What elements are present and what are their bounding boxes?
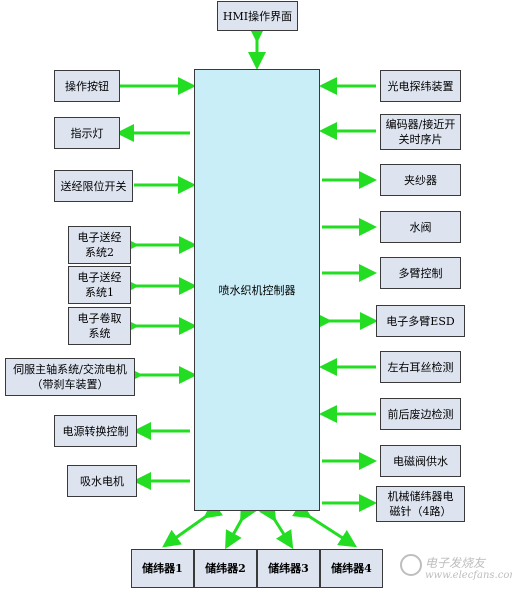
left-box-power-switch-control: 电源转换控制 (54, 415, 137, 447)
arrow-bottom-1 (162, 500, 223, 548)
watermark: 电子发烧友 www.elecfans.com (400, 554, 512, 590)
left-box-electronic-let-off-1: 电子送经 系统1 (68, 266, 131, 304)
left-box-let-off-limit-switch: 送经限位开关 (54, 170, 133, 202)
watermark-text: 电子发烧友 (425, 556, 486, 570)
left-box-electronic-let-off-2: 电子送经 系统2 (68, 226, 131, 264)
right-box-photoelectric-weft-detector: 光电探纬装置 (380, 70, 461, 102)
bottom-box-weft-storage-1: 储纬器1 (131, 549, 194, 588)
right-box-encoder-proximity-switch: 编码器/接近开 关时序片 (380, 114, 461, 150)
arrow-bottom-2 (225, 502, 257, 550)
controller-box: 喷水织机控制器 (194, 69, 320, 511)
bottom-box-weft-storage-3: 储纬器3 (257, 549, 320, 588)
right-box-waste-edge-detection: 前后废边检测 (380, 398, 461, 430)
left-box-operation-buttons: 操作按钮 (54, 70, 120, 102)
arrow-bottom-4 (292, 500, 358, 548)
right-box-solenoid-water-supply: 电磁阀供水 (380, 445, 461, 477)
controller-label: 喷水织机控制器 (218, 284, 296, 297)
right-box-electronic-dobby-esd: 电子多臂ESD (376, 305, 465, 337)
right-box-dobby-control: 多臂控制 (380, 257, 461, 289)
arrow-bottom-3 (258, 502, 294, 550)
right-box-yarn-clamp: 夹纱器 (380, 164, 461, 196)
hmi-box: HMI操作界面 (217, 1, 298, 31)
left-box-indicator-lights: 指示灯 (54, 117, 120, 149)
left-box-servo-spindle-motor: 伺服主轴系统/交流电机 （带刹车装置） (5, 358, 135, 396)
left-box-electronic-take-up: 电子卷取 系统 (68, 307, 131, 345)
watermark-logo-icon (400, 554, 422, 576)
right-box-mechanical-weft-storage-needle: 机械储纬器电 磁针（4路） (376, 486, 465, 522)
right-box-selvage-detection: 左右耳丝检测 (380, 351, 461, 383)
watermark-url: www.elecfans.com (425, 570, 512, 581)
bottom-box-weft-storage-2: 储纬器2 (194, 549, 257, 588)
right-box-water-valve: 水阀 (380, 211, 461, 243)
bottom-box-weft-storage-4: 储纬器4 (320, 549, 383, 588)
left-box-suction-motor: 吸水电机 (67, 465, 137, 497)
